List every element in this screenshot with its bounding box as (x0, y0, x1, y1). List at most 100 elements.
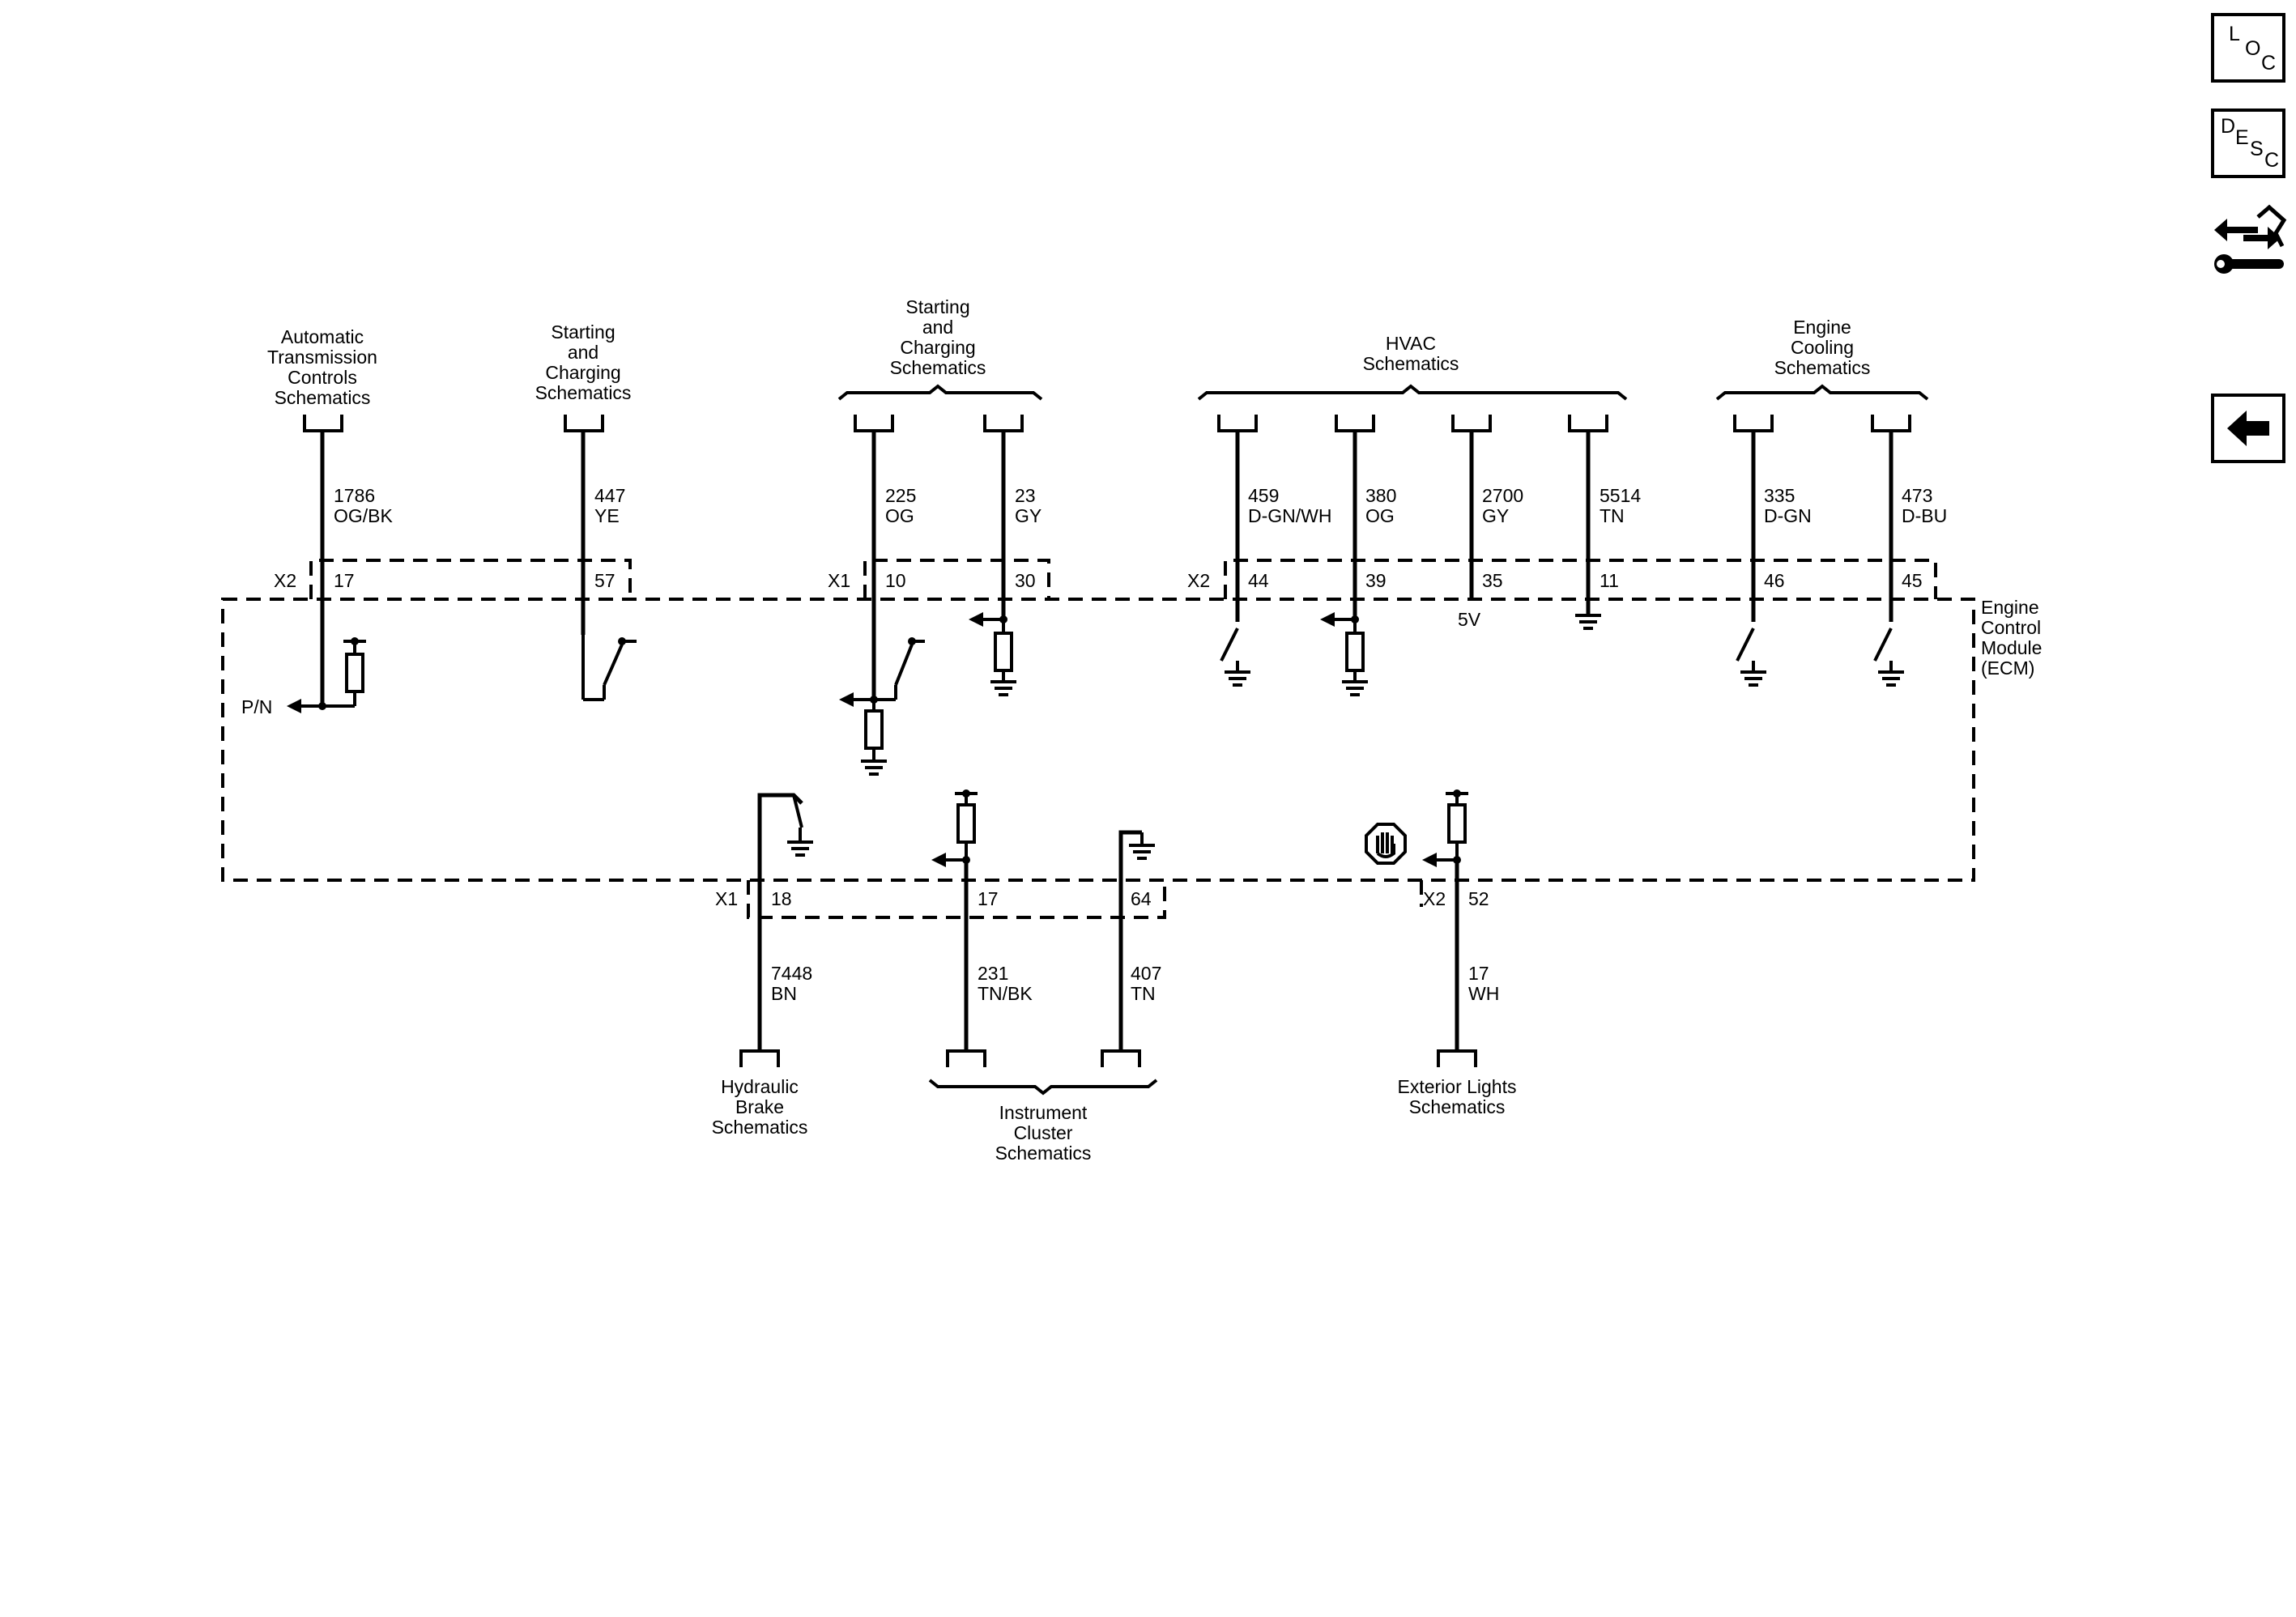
back-button[interactable] (2211, 394, 2285, 463)
connector-x1-top-mid (863, 559, 1050, 599)
terminal-sc2-b (983, 415, 1024, 432)
circuit-17-internal (1422, 789, 1468, 867)
dest-starting-charging-1[interactable]: Starting and Charging Schematics (535, 321, 632, 432)
ecm-label-line-3: Module (1981, 637, 2042, 658)
dest-cluster-line-3: Schematics (995, 1143, 1092, 1164)
switch-459 (1220, 628, 1250, 687)
color-473: D-BU (1902, 505, 1947, 526)
dest-atc-line-2: Transmission (267, 347, 377, 368)
pin-64: 64 (1131, 888, 1152, 909)
pin-17-top: 17 (334, 570, 355, 591)
connector-label-x2-bottom-right: X2 (1423, 888, 1446, 909)
pin-46: 46 (1764, 570, 1785, 591)
wire-labels-bottom: 7448 BN 231 TN/BK 407 TN 17 WH (771, 963, 1499, 1004)
desc-letter-c: C (2264, 149, 2280, 172)
connector-label-x2-top-left: X2 (274, 570, 296, 591)
pin-18: 18 (771, 888, 792, 909)
switch-447 (581, 635, 637, 701)
dest-hvac[interactable]: HVAC Schematics (1197, 333, 1628, 432)
wire-7448[interactable] (757, 793, 803, 1051)
connector-repair-icon (2214, 204, 2287, 274)
ground-407 (1129, 832, 1155, 860)
ecm-label-line-1: Engine (1981, 597, 2039, 618)
color-407: TN (1131, 983, 1156, 1004)
circuit-473: 473 (1902, 485, 1932, 506)
loc-letter-c: C (2261, 52, 2277, 74)
dest-brake-line-3: Schematics (712, 1117, 808, 1138)
circuit-17: 17 (1468, 963, 1489, 984)
connector-label-x1-top-mid: X1 (828, 570, 850, 591)
color-7448: BN (771, 983, 797, 1004)
color-1786: OG/BK (334, 505, 394, 526)
wire-labels-top: 1786 OG/BK 447 YE 225 OG 23 GY 459 D-GN/… (334, 485, 1947, 526)
switch-7448 (787, 794, 813, 857)
terminal-cluster-a (946, 1049, 986, 1067)
circuit-2700: 2700 (1482, 485, 1523, 506)
loc-button[interactable]: L O C (2211, 13, 2285, 83)
dest-brake-line-2: Brake (735, 1096, 784, 1117)
dest-sc2-line-4: Schematics (890, 357, 986, 378)
color-23: GY (1015, 505, 1042, 526)
circuit-225: 225 (885, 485, 916, 506)
circuit-23-internal (969, 612, 1016, 696)
ecm-boundary (221, 598, 1975, 882)
dest-ecool-line-1: Engine (1793, 317, 1851, 338)
circuit-225-internal (839, 637, 925, 776)
hand-stop-icon (1365, 823, 1407, 865)
five-volt-label: 5V (1458, 609, 1481, 630)
ground-5514 (1575, 614, 1601, 630)
back-arrow-icon (2227, 411, 2269, 446)
circuit-380-internal (1320, 612, 1368, 696)
color-5514: TN (1600, 505, 1625, 526)
terminal-atc (303, 415, 343, 432)
brace-ecool (1715, 384, 1929, 401)
loc-letter-l: L (2229, 23, 2240, 45)
dest-engine-cooling[interactable]: Engine Cooling Schematics (1715, 317, 1929, 432)
dest-automatic-transmission[interactable]: Automatic Transmission Controls Schemati… (267, 326, 377, 432)
dest-sc2-line-3: Charging (900, 337, 975, 358)
dest-lights-line-1: Exterior Lights (1397, 1076, 1516, 1097)
brace-cluster (928, 1079, 1158, 1096)
desc-button[interactable]: D E S C (2211, 109, 2285, 178)
connector-x1-bottom-left (747, 880, 1166, 919)
dest-starting-charging-2[interactable]: Starting and Charging Schematics (837, 296, 1043, 432)
dest-hydraulic-brake[interactable]: Hydraulic Brake Schematics (712, 1076, 808, 1138)
pin-17-bottom: 17 (978, 888, 999, 909)
color-459: D-GN/WH (1248, 505, 1331, 526)
pin-52: 52 (1468, 888, 1489, 909)
dest-hvac-line-2: Schematics (1363, 353, 1459, 374)
circuit-7448: 7448 (771, 963, 812, 984)
pin-30: 30 (1015, 570, 1036, 591)
color-17: WH (1468, 983, 1499, 1004)
connector-repair-button[interactable] (2211, 201, 2289, 279)
ecm-label: Engine Control Module (ECM) (1981, 597, 2042, 679)
circuit-23: 23 (1015, 485, 1036, 506)
circuit-459: 459 (1248, 485, 1279, 506)
terminal-hvac-a (1217, 415, 1258, 432)
desc-letter-e: E (2235, 126, 2249, 149)
color-225: OG (885, 505, 914, 526)
color-380: OG (1365, 505, 1395, 526)
brace-hvac (1197, 384, 1628, 401)
dest-cluster-line-1: Instrument (999, 1102, 1088, 1123)
circuit-335: 335 (1764, 485, 1795, 506)
wire-407[interactable] (1118, 830, 1142, 1051)
dest-atc-line-1: Automatic (281, 326, 364, 347)
terminal-lights (1437, 1049, 1477, 1067)
dest-ecool-line-2: Cooling (1791, 337, 1854, 358)
circuit-231: 231 (978, 963, 1008, 984)
dest-exterior-lights[interactable]: Exterior Lights Schematics (1397, 1076, 1516, 1117)
pin-44: 44 (1248, 570, 1269, 591)
dest-sc1-line-1: Starting (551, 321, 615, 343)
pin-10: 10 (885, 570, 906, 591)
circuit-407: 407 (1131, 963, 1161, 984)
pin-45: 45 (1902, 570, 1923, 591)
color-231: TN/BK (978, 983, 1033, 1004)
pin-35: 35 (1482, 570, 1503, 591)
dest-lights-line-2: Schematics (1409, 1096, 1506, 1117)
terminal-cluster-b (1101, 1049, 1141, 1067)
color-2700: GY (1482, 505, 1509, 526)
dest-sc1-line-2: and (568, 342, 598, 363)
dest-instrument-cluster[interactable]: Instrument Cluster Schematics (995, 1102, 1092, 1164)
